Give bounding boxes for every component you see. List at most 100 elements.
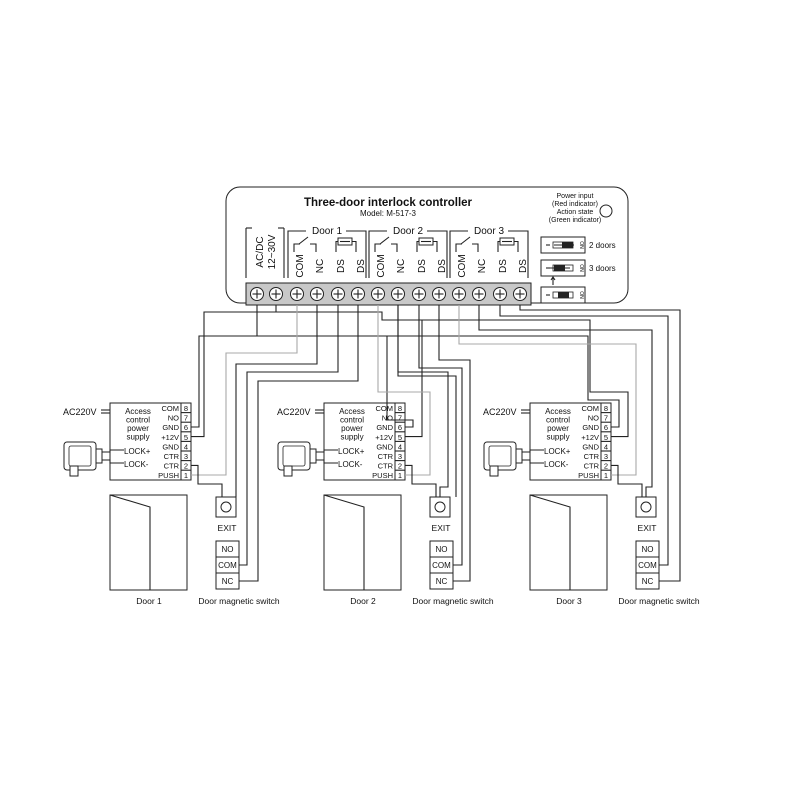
exit-button-icon <box>429 496 451 518</box>
power-label: AC/DC <box>255 236 266 267</box>
indicator-legend: Power input (Red indicator) Action state… <box>549 193 613 224</box>
exit-button-icon <box>215 496 237 518</box>
power-supply-terminal-name: +12V <box>375 433 393 442</box>
wiring <box>191 305 681 582</box>
power-supply-text: power <box>341 424 363 433</box>
power-supply-terminal-name: +12V <box>161 433 179 442</box>
terminal-strip <box>245 282 532 306</box>
exit-label: EXIT <box>432 523 451 533</box>
power-supply-terminal-name: CTR <box>164 462 180 471</box>
magnetic-switch-caption: Door magnetic switch <box>198 596 280 606</box>
exit-button-icon <box>635 496 657 518</box>
power-supply-text: Access <box>125 407 151 416</box>
power-supply-terminal-name: GND <box>162 423 179 432</box>
magnetic-switch-caption: Door magnetic switch <box>412 596 494 606</box>
controller-terminal-label: COM <box>295 254 306 277</box>
wire <box>478 305 653 497</box>
magnetic-switch-caption: Door magnetic switch <box>618 596 700 606</box>
magnetic-switch-terminal: NO <box>642 545 654 554</box>
controller-terminal-label: NC <box>396 259 407 273</box>
controller-title: Three-door interlock controller <box>304 197 473 209</box>
wire <box>499 305 669 566</box>
controller-terminal-label: COM <box>457 254 468 277</box>
power-supply-text: supply <box>546 433 569 442</box>
lock-plus-label: LOCK+ <box>338 447 365 456</box>
power-supply-text: supply <box>340 433 363 442</box>
power-supply-terminal-number: 2 <box>398 462 402 471</box>
controller-terminal-label: DS <box>498 259 509 273</box>
power-supply-terminal-number: 3 <box>398 452 402 461</box>
wire <box>397 305 457 497</box>
power-supply-terminal-name: COM <box>582 404 600 413</box>
power-supply-terminal-name: COM <box>376 404 394 413</box>
power-supply-text: Access <box>545 407 571 416</box>
wire <box>438 305 471 582</box>
power-supply-terminal-number: 6 <box>184 423 188 432</box>
power-supply-text: control <box>340 416 364 425</box>
power-supply-text: Access <box>339 407 365 416</box>
lock-plus-label: LOCK+ <box>124 447 151 456</box>
power-supply-text: power <box>547 424 569 433</box>
mains-label: AC220V <box>483 407 517 417</box>
switch-on-label: ON <box>578 291 584 299</box>
switch-on-label: ON <box>578 264 584 272</box>
power-supply-terminal-number: 8 <box>398 404 402 413</box>
power-supply-terminal-name: COM <box>162 404 180 413</box>
controller-terminal-label: DS <box>417 259 428 273</box>
exit-label: EXIT <box>638 523 657 533</box>
power-supply-terminal-number: 7 <box>604 414 608 423</box>
wire <box>405 464 437 497</box>
power-supply-terminal-name: GND <box>376 442 393 451</box>
power-supply-terminal-name: NO <box>168 414 179 423</box>
magnetic-switch-terminal: COM <box>432 561 451 570</box>
mains-label: AC220V <box>277 407 311 417</box>
relay-contact-icon <box>293 236 317 252</box>
power-supply-terminal-name: GND <box>582 423 599 432</box>
wire <box>418 305 463 566</box>
controller-terminal-label: DS <box>518 259 529 273</box>
controller-terminal-label: COM <box>376 254 387 277</box>
door-caption: Door 1 <box>136 596 162 606</box>
electric-lock-icon <box>63 441 124 477</box>
power-supply-text: control <box>546 416 570 425</box>
power-supply-text: power <box>127 424 149 433</box>
controller-model: Model: M-517-3 <box>360 209 417 218</box>
power-supply-terminal-name: PUSH <box>578 471 599 480</box>
exit-label: EXIT <box>218 523 237 533</box>
relay-contact-icon <box>374 236 398 252</box>
wire <box>191 464 223 497</box>
wire <box>191 305 258 428</box>
interlock-controller: Three-door interlock controller Model: M… <box>225 186 629 306</box>
power-supply-terminal-name: NO <box>588 414 599 423</box>
power-supply-terminal-name: CTR <box>164 452 180 461</box>
power-supply-text: control <box>126 416 150 425</box>
wire <box>377 305 431 476</box>
switch-on-label: ON <box>578 241 584 249</box>
power-supply-terminal-name: +12V <box>581 433 599 442</box>
magnetic-switch-terminal: COM <box>638 561 657 570</box>
power-supply-text: supply <box>126 433 149 442</box>
controller-door-label: Door 1 <box>312 226 342 237</box>
power-supply-terminal-name: CTR <box>378 452 394 461</box>
power-supply-terminal-number: 5 <box>604 433 608 442</box>
power-supply-terminal-number: 7 <box>398 414 402 423</box>
power-supply-terminal-number: 2 <box>184 462 188 471</box>
power-supply-terminal-number: 4 <box>604 442 608 451</box>
wire <box>239 305 339 566</box>
power-supply-terminal-number: 6 <box>604 423 608 432</box>
door-caption: Door 3 <box>556 596 582 606</box>
power-supply-terminal-number: 8 <box>604 404 608 413</box>
power-supply-terminal-name: CTR <box>584 452 600 461</box>
dip-switch-option: ON <box>540 286 586 304</box>
indicator-led-icon <box>599 204 613 218</box>
wire <box>519 305 681 582</box>
controller-terminal-label: NC <box>477 259 488 273</box>
magnetic-switch-terminal: NC <box>436 577 448 586</box>
door-icon <box>109 494 188 591</box>
